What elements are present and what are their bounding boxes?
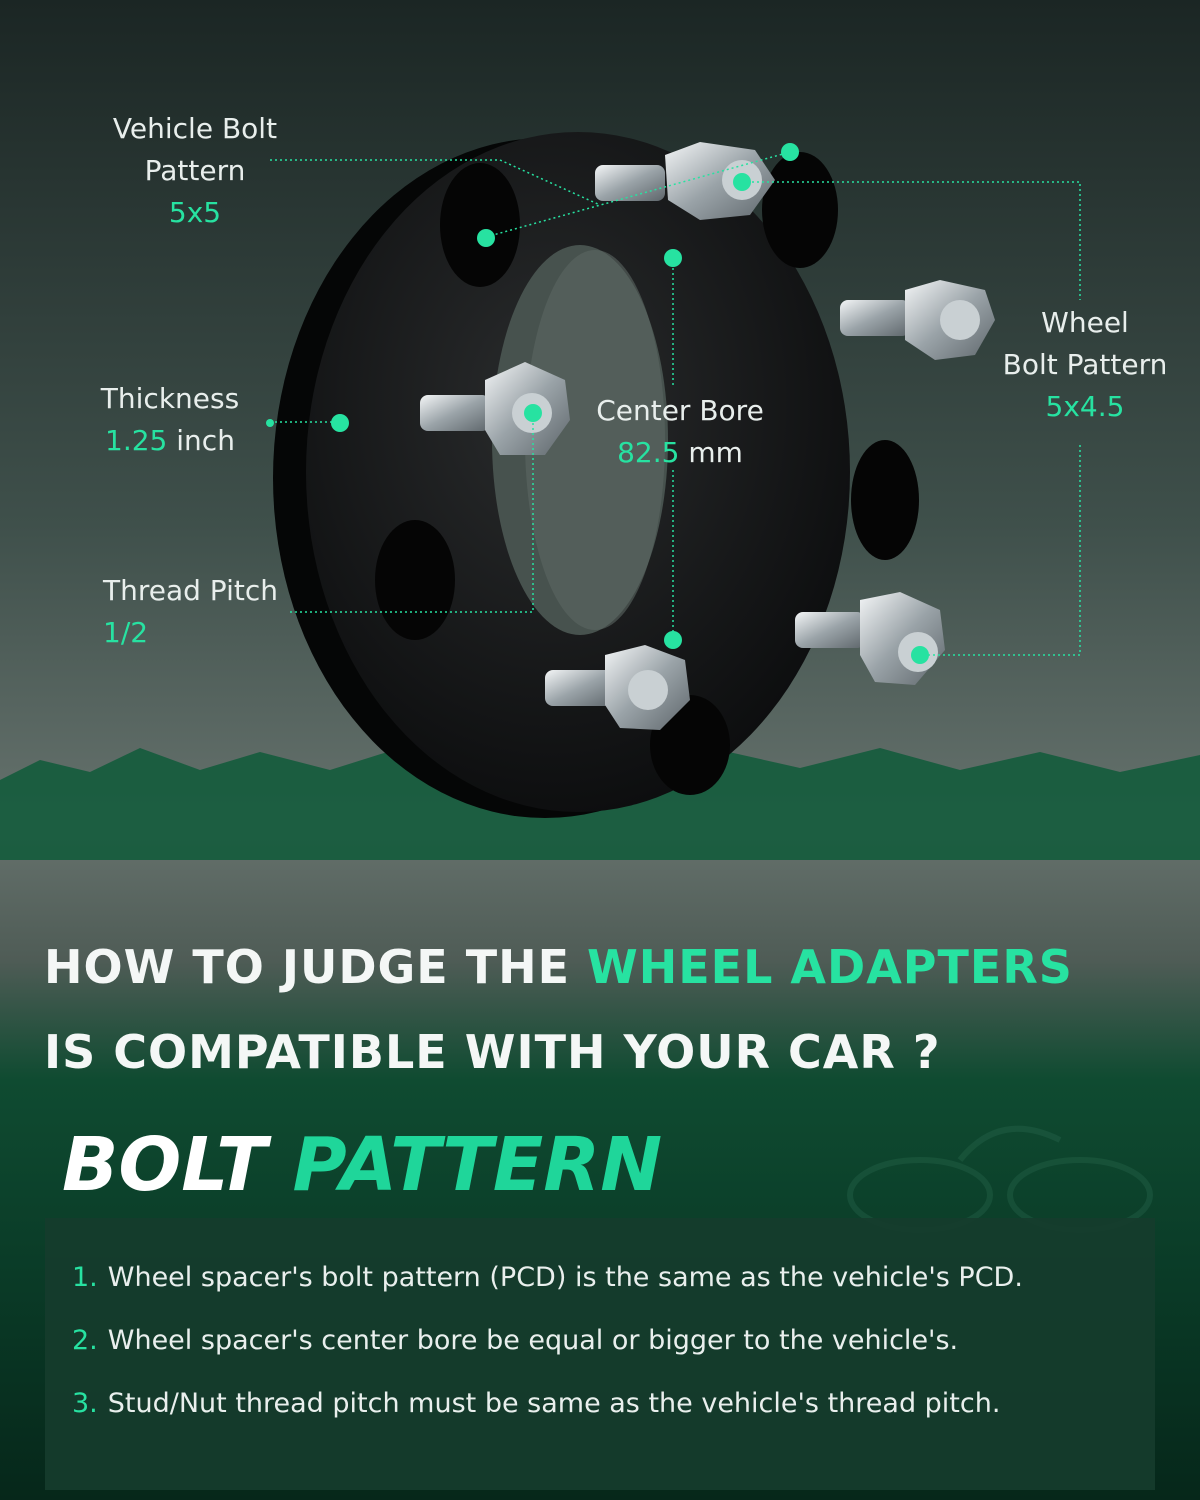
section-title-word2: PATTERN <box>292 1122 663 1208</box>
wheel-bolt-value: 5x4.5 <box>1045 390 1125 423</box>
thickness-label: Thickness <box>100 382 240 415</box>
center-bore-unit: mm <box>679 436 743 469</box>
rule-text: Wheel spacer's bolt pattern (PCD) is the… <box>107 1262 1023 1293</box>
vehicle-bolt-label-1: Vehicle Bolt <box>112 112 278 145</box>
vehicle-bolt-value: 5x5 <box>168 196 222 229</box>
center-bore-label: Center Bore <box>596 394 764 427</box>
thickness-unit: inch <box>167 424 235 457</box>
headline-line-2: IS COMPATIBLE WITH YOUR CAR ? <box>44 1025 941 1079</box>
stud-nut <box>840 280 995 360</box>
headline-prefix: HOW TO JUDGE THE <box>44 940 588 994</box>
thickness-callout: Thickness 1.25 inch <box>80 378 260 462</box>
callout-lines <box>270 151 1081 656</box>
rule-number: 1. <box>72 1262 98 1293</box>
rules-panel <box>45 1218 1155 1490</box>
wheel-bolt-label-1: Wheel <box>1041 306 1129 339</box>
wheel-bolt-pattern-callout: Wheel Bolt Pattern 5x4.5 <box>990 302 1180 428</box>
section-title-word1: BOLT <box>62 1122 267 1208</box>
wheel-bolt-label-2: Bolt Pattern <box>1002 348 1168 381</box>
rule-item: 2. Wheel spacer's center bore be equal or… <box>72 1325 958 1356</box>
rule-number: 2. <box>72 1325 98 1356</box>
thread-pitch-callout: Thread Pitch 1/2 <box>103 570 323 654</box>
section-title: BOLT PATTERN <box>62 1122 662 1208</box>
bolt-hole <box>762 152 838 268</box>
vehicle-bolt-label-2: Pattern <box>144 154 246 187</box>
bolt-hole <box>851 440 919 560</box>
bolt-hole <box>440 163 520 287</box>
center-bore-callout: Center Bore 82.5 mm <box>575 390 785 474</box>
headline-line-1: HOW TO JUDGE THE WHEEL ADAPTERS <box>44 940 1184 994</box>
rule-item: 1. Wheel spacer's bolt pattern (PCD) is t… <box>72 1262 1023 1293</box>
vehicle-bolt-pattern-callout: Vehicle Bolt Pattern 5x5 <box>90 108 300 234</box>
rule-number: 3. <box>72 1388 98 1419</box>
rule-text: Wheel spacer's center bore be equal or b… <box>107 1325 959 1356</box>
stud-nut <box>545 645 690 730</box>
headline-highlight: WHEEL ADAPTERS <box>587 940 1073 994</box>
rule-text: Stud/Nut thread pitch must be same as th… <box>107 1388 1001 1419</box>
thickness-value: 1.25 <box>105 424 168 457</box>
center-bore-value: 82.5 <box>617 436 680 469</box>
thread-pitch-value: 1/2 <box>103 616 149 649</box>
bolt-hole <box>375 520 455 640</box>
callout-dots <box>266 143 929 664</box>
thread-pitch-label: Thread Pitch <box>103 574 278 607</box>
rule-item: 3. Stud/Nut thread pitch must be same as … <box>72 1388 1000 1419</box>
watermark-logo <box>847 1125 1153 1233</box>
